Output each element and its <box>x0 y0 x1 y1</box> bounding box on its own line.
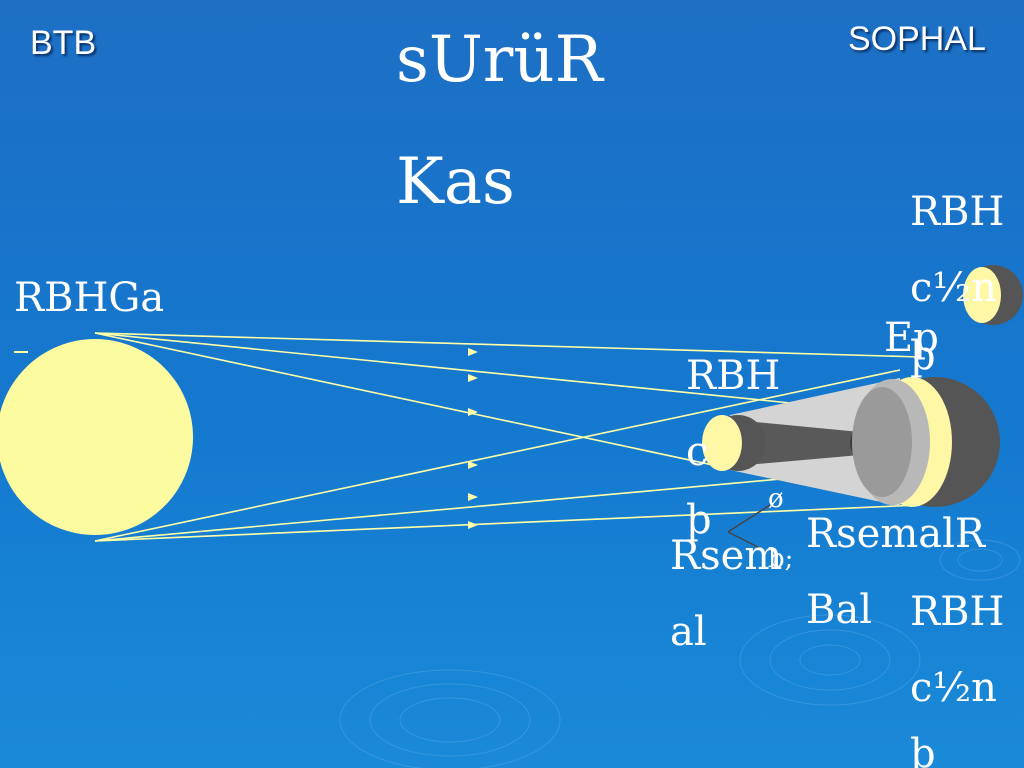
title-line1: sUrüR <box>396 23 603 97</box>
moon-bottom-label-3: þ <box>910 731 936 768</box>
moon-top-label-3: þ <box>910 333 936 379</box>
pointer-line <box>727 504 771 533</box>
ray-arrows <box>468 348 478 529</box>
earth-label: Ep <box>884 315 939 361</box>
penumbra-label-2: Bal <box>806 587 873 633</box>
penumbra-label-1: RsemalR <box>806 511 986 557</box>
moon-mid-label-1: RBH <box>686 353 781 399</box>
earth-shadow-core <box>852 387 912 497</box>
title-line2: Kas <box>396 145 515 219</box>
moon-mid-label-2: c <box>686 429 709 475</box>
umbra-cone <box>735 420 860 466</box>
light-rays <box>94 332 921 542</box>
pointer-line-2 <box>727 531 761 549</box>
moon-bottom-label-1: RBH <box>910 589 1005 635</box>
moon-mid-label-3: þ <box>686 497 712 543</box>
small-symbol-2: b; <box>768 544 794 574</box>
moon-top-lit <box>963 267 1001 323</box>
moon-top-label-2: c½n <box>910 265 997 311</box>
sun-label: RBHGa <box>14 275 165 321</box>
moon-top-label-1: RBH <box>910 189 1005 235</box>
header-right: SOPHAL <box>848 20 986 58</box>
sun-disc <box>0 339 193 535</box>
small-symbol: ø <box>768 484 784 514</box>
umbra-label-1: Rsem <box>670 533 783 579</box>
moon-bottom-label-2: c½n <box>910 665 997 711</box>
ripple-decoration <box>339 539 1021 768</box>
moon-mid-lit <box>702 415 742 471</box>
header-left: BTB <box>30 24 97 62</box>
umbra-label-2: al <box>670 609 707 655</box>
